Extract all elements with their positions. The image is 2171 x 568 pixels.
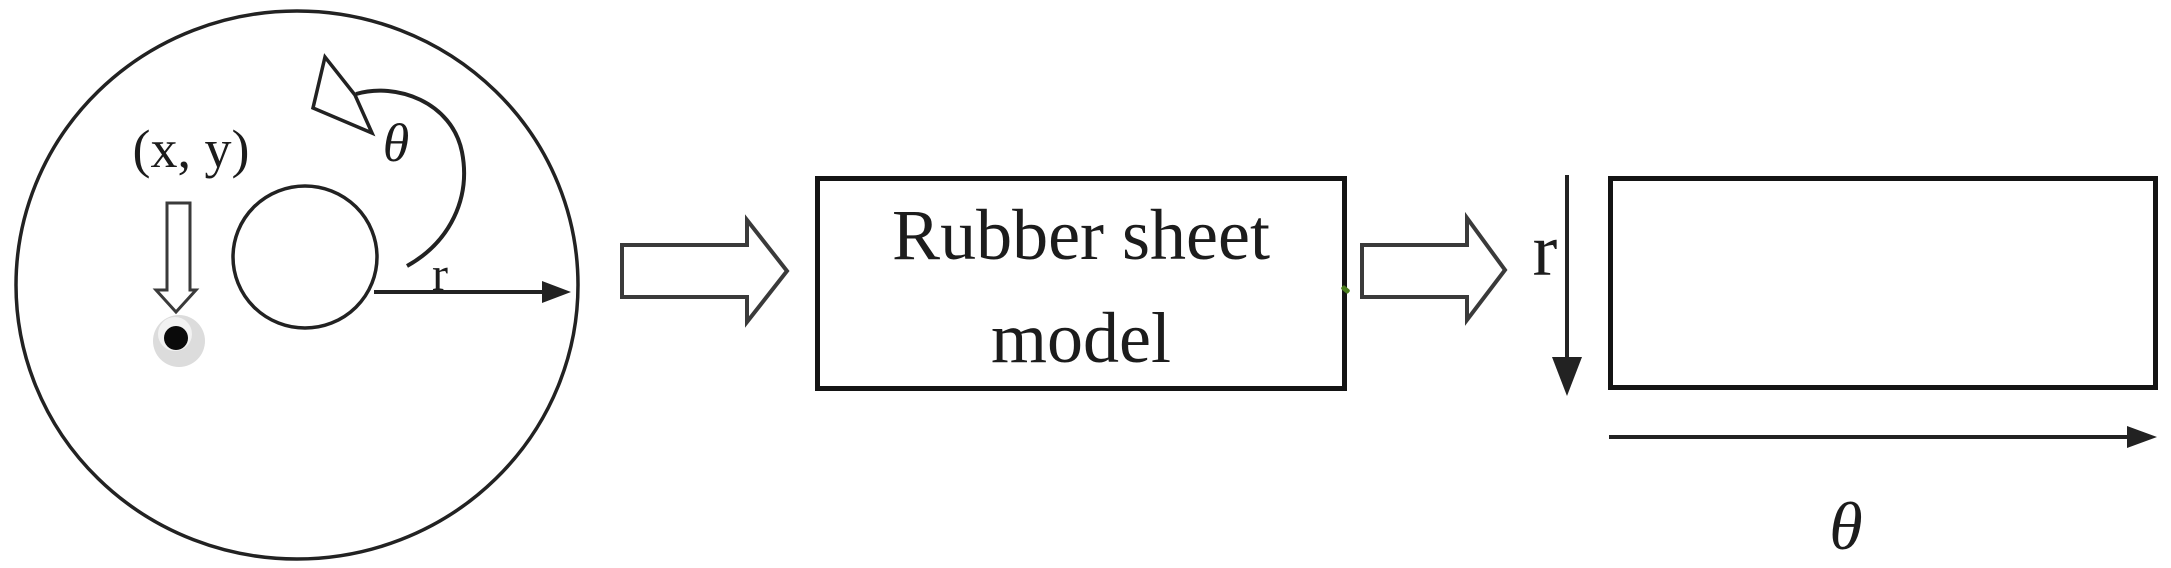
point-marker-dot [164,326,188,350]
radius-label: r [432,248,448,301]
theta-angle-label: θ [382,113,410,173]
theta-axis-arrow-head [2127,426,2157,448]
outer-circle [14,9,580,561]
inner-circle [231,184,379,330]
unwrapped-sheet-rect [1608,176,2158,390]
r-axis-label: r [1532,210,1558,292]
theta-curved-arrow-arc [355,88,467,268]
radius-arrow-head [542,281,571,303]
output-axes [1552,175,2157,448]
input-iris-figure [14,9,580,561]
process-box: Rubber sheet model [815,176,1347,391]
flow-arrow-left [620,214,790,328]
point-coordinates-label: (x, y) [132,119,250,179]
flow-arrow-right [1360,211,1508,326]
r-axis-arrow-head [1552,357,1582,396]
theta-curved-arrow-head [310,53,376,137]
point-down-arrow [152,201,200,315]
process-box-label-line2: model [991,297,1171,378]
process-box-label-line1: Rubber sheet [892,194,1270,275]
theta-axis-label: θ [1829,488,1863,564]
